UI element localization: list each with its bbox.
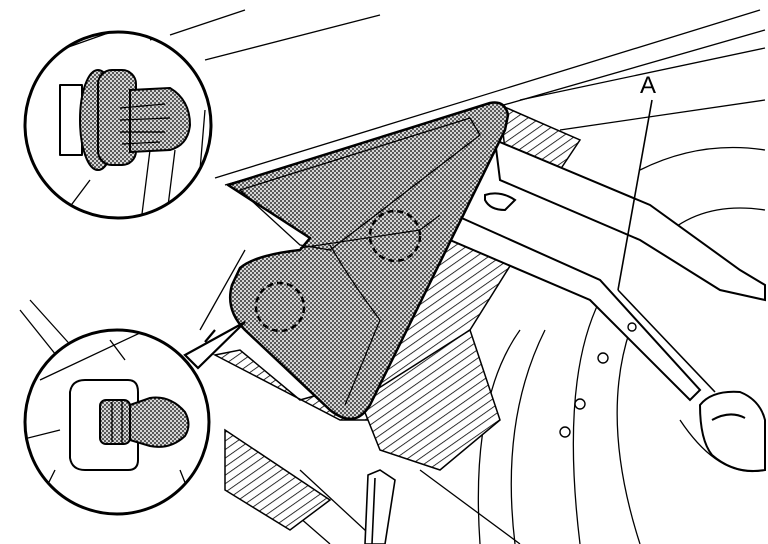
clip-location-markers xyxy=(254,209,422,333)
lower-rib xyxy=(364,469,396,544)
callout-label-a: A xyxy=(640,72,657,99)
rubber-stop xyxy=(698,390,766,472)
leader-line-a xyxy=(617,99,716,393)
clip-location-upper xyxy=(368,209,422,263)
body-holes xyxy=(559,322,637,438)
clip-bottom-icon xyxy=(69,379,190,471)
detail-callout-pointer xyxy=(183,321,246,370)
detail-circle-top xyxy=(23,30,213,220)
trim-panel xyxy=(226,101,510,420)
detail-circle-bottom xyxy=(23,328,211,516)
body-panel-lines xyxy=(19,9,766,544)
clip-location-lower xyxy=(254,281,306,333)
clip-top-icon xyxy=(59,69,191,171)
hatched-body-members xyxy=(212,103,582,531)
